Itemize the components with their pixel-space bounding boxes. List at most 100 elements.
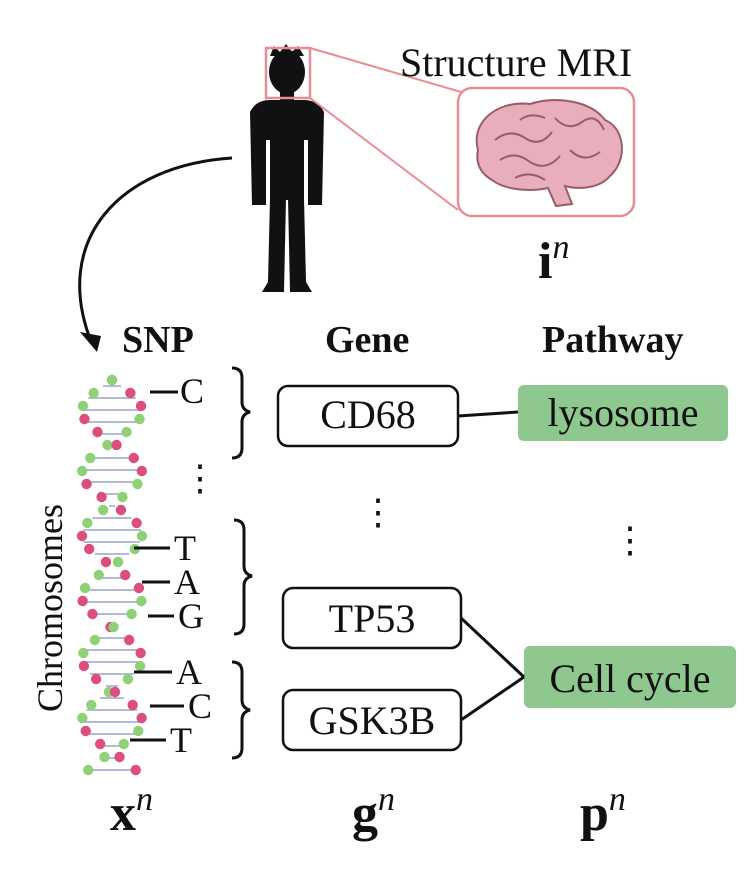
dna-base-dot bbox=[117, 491, 128, 503]
dna-base-dot bbox=[87, 608, 98, 620]
gene-pathway-link bbox=[460, 675, 525, 722]
dna-base-dot bbox=[109, 686, 121, 698]
dna-base-dot bbox=[100, 556, 112, 568]
dna-base-dot bbox=[123, 634, 135, 646]
dna-base-dot bbox=[99, 751, 110, 763]
person-head bbox=[269, 50, 305, 94]
gene-label: TP53 bbox=[329, 596, 416, 641]
gene-symbol: gn bbox=[352, 781, 395, 842]
dna-base-dot bbox=[83, 764, 94, 776]
dna-base-dot bbox=[81, 478, 92, 490]
brain-icon bbox=[475, 99, 623, 208]
dna-base-dot bbox=[102, 439, 113, 451]
zoom-line-bottom bbox=[309, 97, 459, 211]
dna-base-dot bbox=[92, 426, 103, 438]
dna-base-dot bbox=[134, 660, 146, 672]
dna-base-dot bbox=[111, 439, 122, 451]
dna-base-dot bbox=[136, 465, 148, 477]
dna-base-dot bbox=[120, 569, 131, 581]
person-to-snp-arrow bbox=[78, 156, 233, 345]
dna-base-dot bbox=[82, 517, 93, 529]
pathway-box bbox=[518, 385, 728, 441]
dna-base-dot bbox=[78, 647, 89, 659]
person-torso bbox=[250, 100, 324, 205]
person-hair bbox=[270, 44, 304, 56]
dna-base-dot bbox=[128, 452, 139, 464]
dna-base-dot bbox=[77, 595, 88, 607]
snp-base-label: A bbox=[176, 652, 202, 692]
mri-symbol: in bbox=[538, 229, 569, 290]
gene-label: GSK3B bbox=[309, 698, 436, 743]
snp-symbol: xn bbox=[110, 781, 153, 842]
dna-base-dot bbox=[94, 738, 106, 750]
dna-base-dot bbox=[96, 491, 107, 503]
dna-helix-icon bbox=[76, 374, 148, 776]
brain-fold bbox=[519, 114, 546, 121]
dna-base-dot bbox=[135, 647, 146, 659]
dna-base-dot bbox=[130, 764, 141, 776]
dna-base-dot bbox=[125, 387, 136, 399]
dna-base-dot bbox=[134, 413, 145, 425]
snp-base-label: T bbox=[174, 528, 196, 568]
snp-base-label: T bbox=[170, 720, 192, 760]
dna-base-dot bbox=[88, 387, 99, 399]
dna-base-dot bbox=[136, 530, 148, 542]
brain-fold bbox=[569, 149, 601, 159]
dna-base-dot bbox=[80, 725, 91, 737]
dna-base-dot bbox=[115, 504, 127, 516]
gene-header: Gene bbox=[325, 319, 409, 361]
dna-base-dot bbox=[93, 569, 104, 581]
snp-brace bbox=[233, 518, 253, 636]
brain-fold bbox=[494, 131, 553, 143]
brain-fold bbox=[499, 154, 561, 167]
snp-ellipsis: ⋮ bbox=[182, 458, 218, 498]
dna-base-dot bbox=[112, 556, 124, 568]
dna-base-dot bbox=[108, 621, 119, 633]
dna-base-dot bbox=[122, 673, 134, 685]
gene-pathway-link bbox=[457, 410, 519, 418]
brain-fold bbox=[554, 117, 605, 131]
gene-label: CD68 bbox=[320, 392, 416, 437]
snp-base-label: G bbox=[178, 596, 204, 636]
dna-base-dot bbox=[78, 660, 90, 672]
dna-base-dot bbox=[135, 400, 147, 412]
dna-base-dot bbox=[90, 673, 102, 685]
dna-base-dot bbox=[131, 517, 142, 529]
dna-base-dot bbox=[85, 452, 96, 464]
person-leg bbox=[288, 198, 312, 292]
dna-base-dot bbox=[79, 413, 90, 425]
dna-base-dot bbox=[79, 582, 91, 594]
dna-base-dot bbox=[132, 478, 143, 490]
dna-base-dot bbox=[84, 543, 95, 555]
pathway-symbol: pn bbox=[580, 781, 626, 842]
arrowhead bbox=[80, 332, 101, 352]
pathway-header: Pathway bbox=[542, 319, 683, 361]
dna-base-dot bbox=[114, 751, 125, 763]
snp-base-label: C bbox=[180, 371, 204, 411]
pathway-box bbox=[524, 646, 736, 708]
dna-base-dot bbox=[76, 465, 88, 477]
gene-ellipsis: ⋮ bbox=[360, 492, 396, 532]
dna-base-dot bbox=[106, 374, 118, 386]
snp-base-label: A bbox=[174, 562, 200, 602]
snp-base-label: C bbox=[188, 686, 212, 726]
chromosomes-label: Chromosomes bbox=[30, 504, 70, 712]
snp-brace bbox=[231, 366, 251, 460]
dna-base-dot bbox=[77, 712, 88, 724]
dna-base-dot bbox=[127, 699, 138, 711]
pathway-ellipsis: ⋮ bbox=[612, 520, 648, 560]
dna-base-dot bbox=[136, 712, 147, 724]
dna-base-dot bbox=[126, 608, 137, 620]
snp-header: SNP bbox=[122, 319, 194, 361]
pathway-label: lysosome bbox=[547, 390, 698, 435]
dna-base-dot bbox=[97, 504, 109, 516]
dna-base-dot bbox=[89, 634, 101, 646]
dna-base-dot bbox=[136, 595, 147, 607]
zoom-line-top bbox=[309, 47, 469, 95]
dna-base-dot bbox=[77, 400, 89, 412]
dna-base-dot bbox=[118, 738, 130, 750]
person-silhouette bbox=[250, 44, 324, 292]
dna-base-dot bbox=[133, 725, 144, 737]
mri-zoom bbox=[264, 46, 636, 218]
